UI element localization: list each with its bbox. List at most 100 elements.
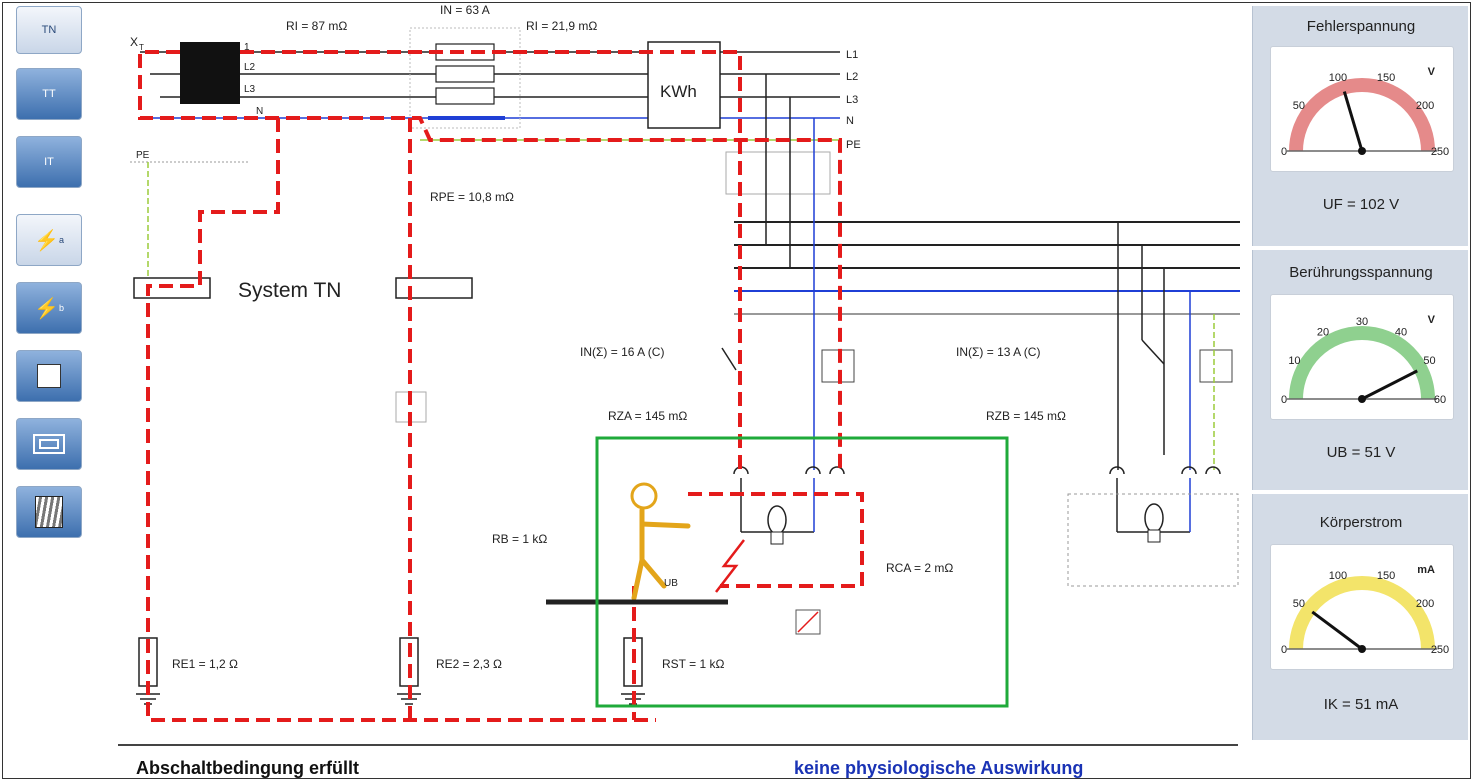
fault-b-label: b	[58, 303, 64, 313]
gauge-tick-label: 50	[1293, 100, 1305, 112]
pe-label: PE	[136, 150, 150, 161]
gauge-tick-label: 0	[1281, 644, 1287, 656]
system-title: System TN	[238, 279, 341, 302]
fault-voltage-title: Fehlerspannung	[1306, 18, 1416, 35]
lightning-icon: ⚡	[34, 297, 59, 320]
transformer	[180, 42, 240, 104]
fault-a-label: a	[58, 235, 64, 245]
rcd-box	[725, 151, 831, 195]
isolation-button[interactable]	[16, 350, 82, 402]
gauge-tick-label: 150	[1377, 570, 1395, 582]
gauge-tick-label: 50	[1423, 355, 1435, 367]
gauge-tick-label: 150	[1377, 72, 1395, 84]
rb-label: RB = 1 kΩ	[492, 532, 547, 546]
rst-label: RST = 1 kΩ	[662, 657, 724, 671]
device-enclosure-b	[1067, 493, 1239, 587]
transformer-sub: T	[139, 43, 144, 52]
gauge-tick-label: 60	[1434, 394, 1446, 406]
lamp-a	[740, 478, 815, 545]
sockets	[733, 466, 1221, 475]
transformer-line-1: 1	[244, 42, 250, 53]
insulation-button[interactable]	[16, 418, 82, 470]
in-label: IN = 63 A	[440, 3, 490, 17]
gauge-tick-label: 0	[1281, 394, 1287, 406]
tt-system-button[interactable]: TT	[16, 68, 82, 120]
gauge-tick-label: 200	[1416, 100, 1434, 112]
touch-voltage-title: Berührungsspannung	[1289, 264, 1433, 281]
rpe-label: RPE = 10,8 mΩ	[430, 190, 514, 204]
fault-voltage-value: UF = 102 V	[1322, 196, 1400, 213]
fault-lightning-icon	[715, 539, 745, 593]
touch-voltage-value: UB = 51 V	[1326, 444, 1396, 461]
ub-label: UB	[664, 578, 678, 589]
floor-button[interactable]	[16, 486, 82, 538]
kwh-meter-label: KWh	[660, 82, 697, 101]
body-current-title: Körperstrom	[1319, 514, 1403, 531]
gauge-hub	[1358, 395, 1366, 403]
feed-lines	[765, 74, 1165, 470]
gauge-tick-label: 50	[1293, 598, 1305, 610]
gauge-tick-label: 100	[1329, 570, 1347, 582]
rca-label: RCA = 2 mΩ	[886, 561, 953, 575]
double-box-icon	[33, 434, 65, 454]
re2-label: RE2 = 2,3 Ω	[436, 657, 502, 671]
fault-b-button[interactable]: ⚡b	[16, 282, 82, 334]
fault-current-path	[138, 50, 864, 722]
bus-label-l3: L3	[846, 94, 858, 106]
ri-label: RI = 87 mΩ	[286, 19, 347, 33]
lightning-icon: ⚡	[34, 229, 59, 252]
gauge-unit: V	[1428, 314, 1436, 326]
shutdown-condition-status: Abschaltbedingung erfüllt	[136, 758, 359, 778]
status-divider	[118, 744, 1238, 746]
gauge-unit: V	[1428, 66, 1436, 78]
ground-symbols	[136, 693, 645, 705]
it-system-button[interactable]: IT	[16, 136, 82, 188]
distribution-bus	[734, 221, 1240, 269]
tt-button-label: TT	[42, 88, 56, 100]
kwh-meter	[647, 41, 721, 129]
gauge-tick-label: 250	[1431, 146, 1449, 158]
ri2-label: RI = 21,9 mΩ	[526, 19, 597, 33]
floor-resistance-diagonal	[797, 611, 819, 633]
tn-system-button[interactable]: TN	[16, 6, 82, 54]
it-button-label: IT	[44, 156, 54, 168]
fuses	[435, 43, 495, 105]
gauge-arc	[1289, 78, 1435, 152]
breaker-switch-b[interactable]	[1141, 339, 1165, 365]
square-icon	[37, 364, 61, 388]
resistor-box-b	[1199, 349, 1233, 383]
body-current-gauge: 0 50 100 150 200 250 mA	[1270, 544, 1454, 670]
transformer-line-3: L3	[244, 84, 256, 95]
gauge-tick-label: 200	[1416, 598, 1434, 610]
floor-texture-icon	[35, 496, 63, 528]
breaker-left-label: IN(Σ) = 16 A (C)	[580, 345, 664, 359]
gauge-tick-label: 250	[1431, 644, 1449, 656]
rza-label: RZA = 145 mΩ	[608, 409, 687, 423]
circuit-diagram: X T 1 L2 L3 N KWh L1 L2 L3 N PE RI = 87 …	[130, 3, 1240, 722]
gauge-needle	[1342, 91, 1364, 152]
gauge-arc	[1289, 326, 1435, 400]
rzb-label: RZB = 145 mΩ	[986, 409, 1066, 423]
tn-button-label: TN	[41, 24, 57, 36]
bus-label-pe: PE	[846, 139, 861, 151]
physiological-effect-status: keine physiologische Auswirkung	[794, 758, 1084, 778]
breaker-right-label: IN(Σ) = 13 A (C)	[956, 345, 1040, 359]
gauge-tick-label: 20	[1317, 326, 1329, 338]
transformer-line-n: N	[256, 106, 263, 117]
fault-a-button[interactable]: ⚡a	[16, 214, 82, 266]
gauge-tick-label: 0	[1281, 146, 1287, 158]
re1-label: RE1 = 1,2 Ω	[172, 657, 238, 671]
breaker-switch-a[interactable]	[721, 347, 737, 371]
lamp-b	[1116, 478, 1191, 543]
transformer-label: X	[130, 35, 138, 49]
gauge-needle	[1311, 610, 1363, 651]
person-figure	[630, 482, 691, 601]
gauge-tick-label: 40	[1395, 326, 1407, 338]
gauge-unit: mA	[1417, 564, 1435, 576]
gauge-hub	[1358, 645, 1366, 653]
gauge-tick-label: 30	[1356, 316, 1368, 328]
fuse-box	[409, 27, 521, 129]
